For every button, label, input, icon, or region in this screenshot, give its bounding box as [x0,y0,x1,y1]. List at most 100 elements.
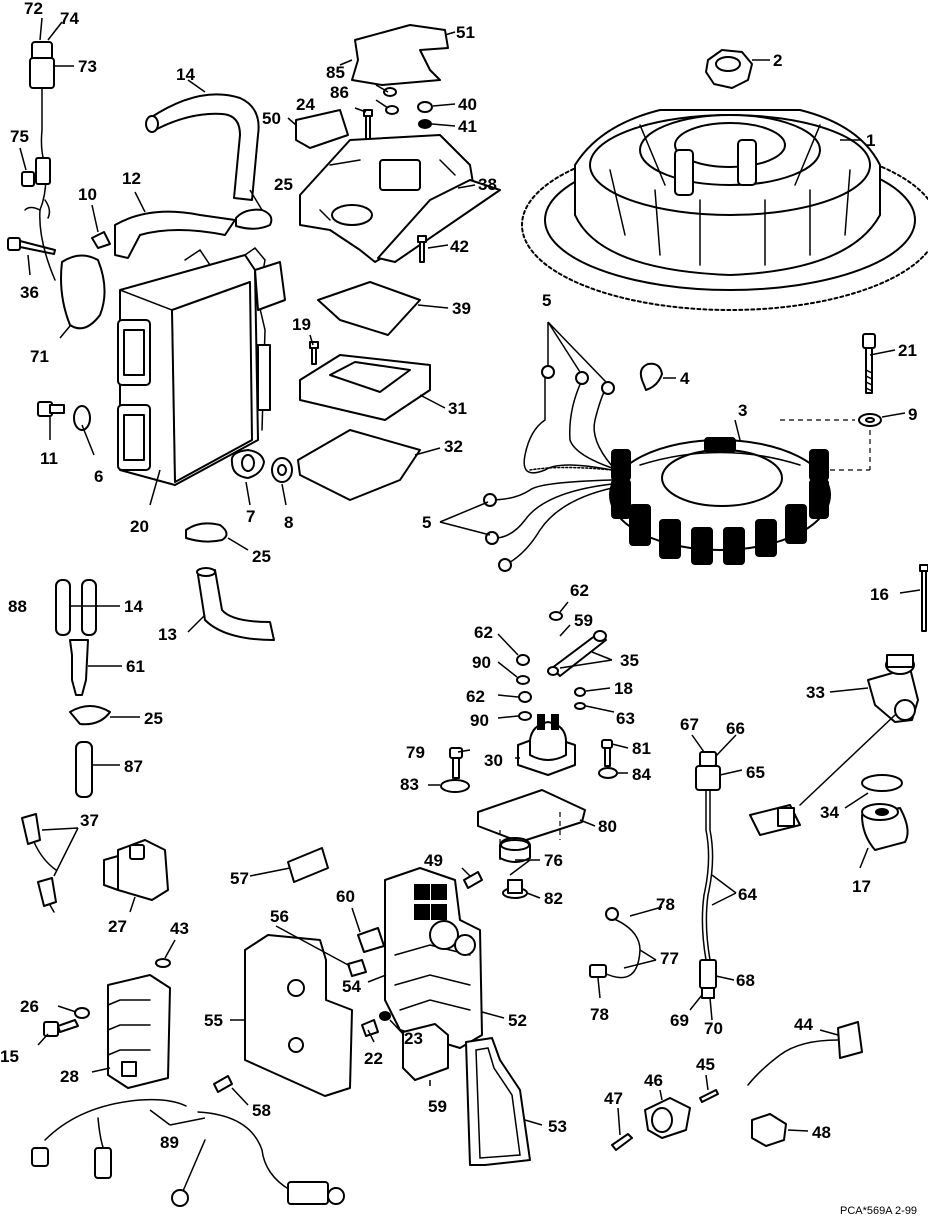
callout-73: 73 [78,57,97,76]
callout-86: 86 [330,83,349,102]
cap-50 [295,109,349,149]
callout-13: 13 [158,625,177,644]
cover-55 [244,934,353,1097]
callout-48: 48 [812,1123,831,1142]
callout-22: 22 [364,1049,383,1068]
callout-53: 53 [548,1117,567,1136]
callout-71: 71 [30,347,49,366]
washer-90-top [516,675,530,685]
screw-42 [417,235,427,263]
flywheel-nut [705,49,753,89]
stator-bolt [858,333,882,427]
callout-62-top: 62 [570,581,589,600]
callout-49: 49 [424,851,443,870]
callout-5-bottom: 5 [422,513,431,532]
callout-44: 44 [794,1015,813,1034]
washer-83 [440,779,470,793]
grommet-7 [230,449,265,479]
stator [609,437,831,565]
callout-45: 45 [696,1055,715,1074]
callout-14-lower: 14 [124,597,143,616]
callout-34: 34 [820,803,839,822]
nut-62-low [518,691,532,703]
hose-14-top [149,93,260,201]
washer-34 [861,774,903,792]
spark-plug-lead-37 [21,813,57,913]
callout-25-lower: 25 [144,709,163,728]
power-pack [117,246,286,486]
callout-65: 65 [746,763,765,782]
temperature-switch-44 [747,1021,863,1086]
callout-67: 67 [680,715,699,734]
callout-18: 18 [614,679,633,698]
pin-47 [611,1133,633,1151]
sensor-46 [644,1097,691,1139]
grommet-76 [499,837,531,863]
leads-89 [31,1098,345,1207]
callout-76: 76 [544,851,563,870]
callout-60: 60 [336,887,355,906]
callout-43: 43 [170,919,189,938]
harness-connector [21,41,56,281]
callout-41: 41 [458,117,477,136]
callout-3: 3 [738,401,747,420]
hose-88 [55,579,71,636]
bracket-12 [114,210,236,259]
callout-78-top: 78 [656,895,675,914]
ignition-coil-27 [103,839,169,901]
callout-61: 61 [126,657,145,676]
callout-5-top: 5 [542,291,551,310]
callout-42: 42 [450,237,469,256]
nut-85 [383,87,397,97]
callout-75: 75 [10,127,29,146]
harness-64 [695,751,721,999]
nut-48 [751,1113,787,1147]
clamp-25-lower [69,705,111,726]
callout-66: 66 [726,719,745,738]
callout-20: 20 [130,517,149,536]
callout-33: 33 [806,683,825,702]
callout-58: 58 [252,1101,271,1120]
callout-78-bottom: 78 [590,1005,609,1024]
plate-38 [299,134,501,263]
relay-59 [402,1023,449,1081]
nut-62-mid [516,654,530,666]
callout-57: 57 [230,869,249,888]
fuse-60 [357,927,385,953]
hose-14-lower [81,579,97,636]
screw-11 [37,401,65,417]
washer-84 [598,767,618,779]
fuse-57 [287,847,329,883]
callout-28: 28 [60,1067,79,1086]
callout-50: 50 [262,109,281,128]
nut-18 [574,687,586,697]
callout-81: 81 [632,739,651,758]
washer-41 [418,119,432,129]
callout-38: 38 [478,175,497,194]
screw-36 [7,237,56,255]
stator-leads [483,365,615,572]
callout-14-top: 14 [176,65,195,84]
callout-24: 24 [296,95,315,114]
callout-46: 46 [644,1071,663,1090]
bushing-8 [271,457,293,483]
callout-37: 37 [80,811,99,830]
nut-40 [417,101,433,113]
callout-85: 85 [326,63,345,82]
screw-10 [91,231,111,249]
callout-19: 19 [292,315,311,334]
callout-25-top: 25 [274,175,293,194]
callout-31: 31 [448,399,467,418]
callout-27: 27 [108,917,127,936]
cover-51 [351,24,449,86]
clamp-25-mid [185,522,228,543]
callout-82: 82 [544,889,563,908]
throttle-cam [861,803,909,851]
callout-70: 70 [704,1019,723,1038]
leader-lines [19,17,921,1136]
gasket-53 [465,1037,531,1166]
callout-72: 72 [24,0,43,18]
screw-19 [309,341,319,365]
callout-55: 55 [204,1011,223,1030]
